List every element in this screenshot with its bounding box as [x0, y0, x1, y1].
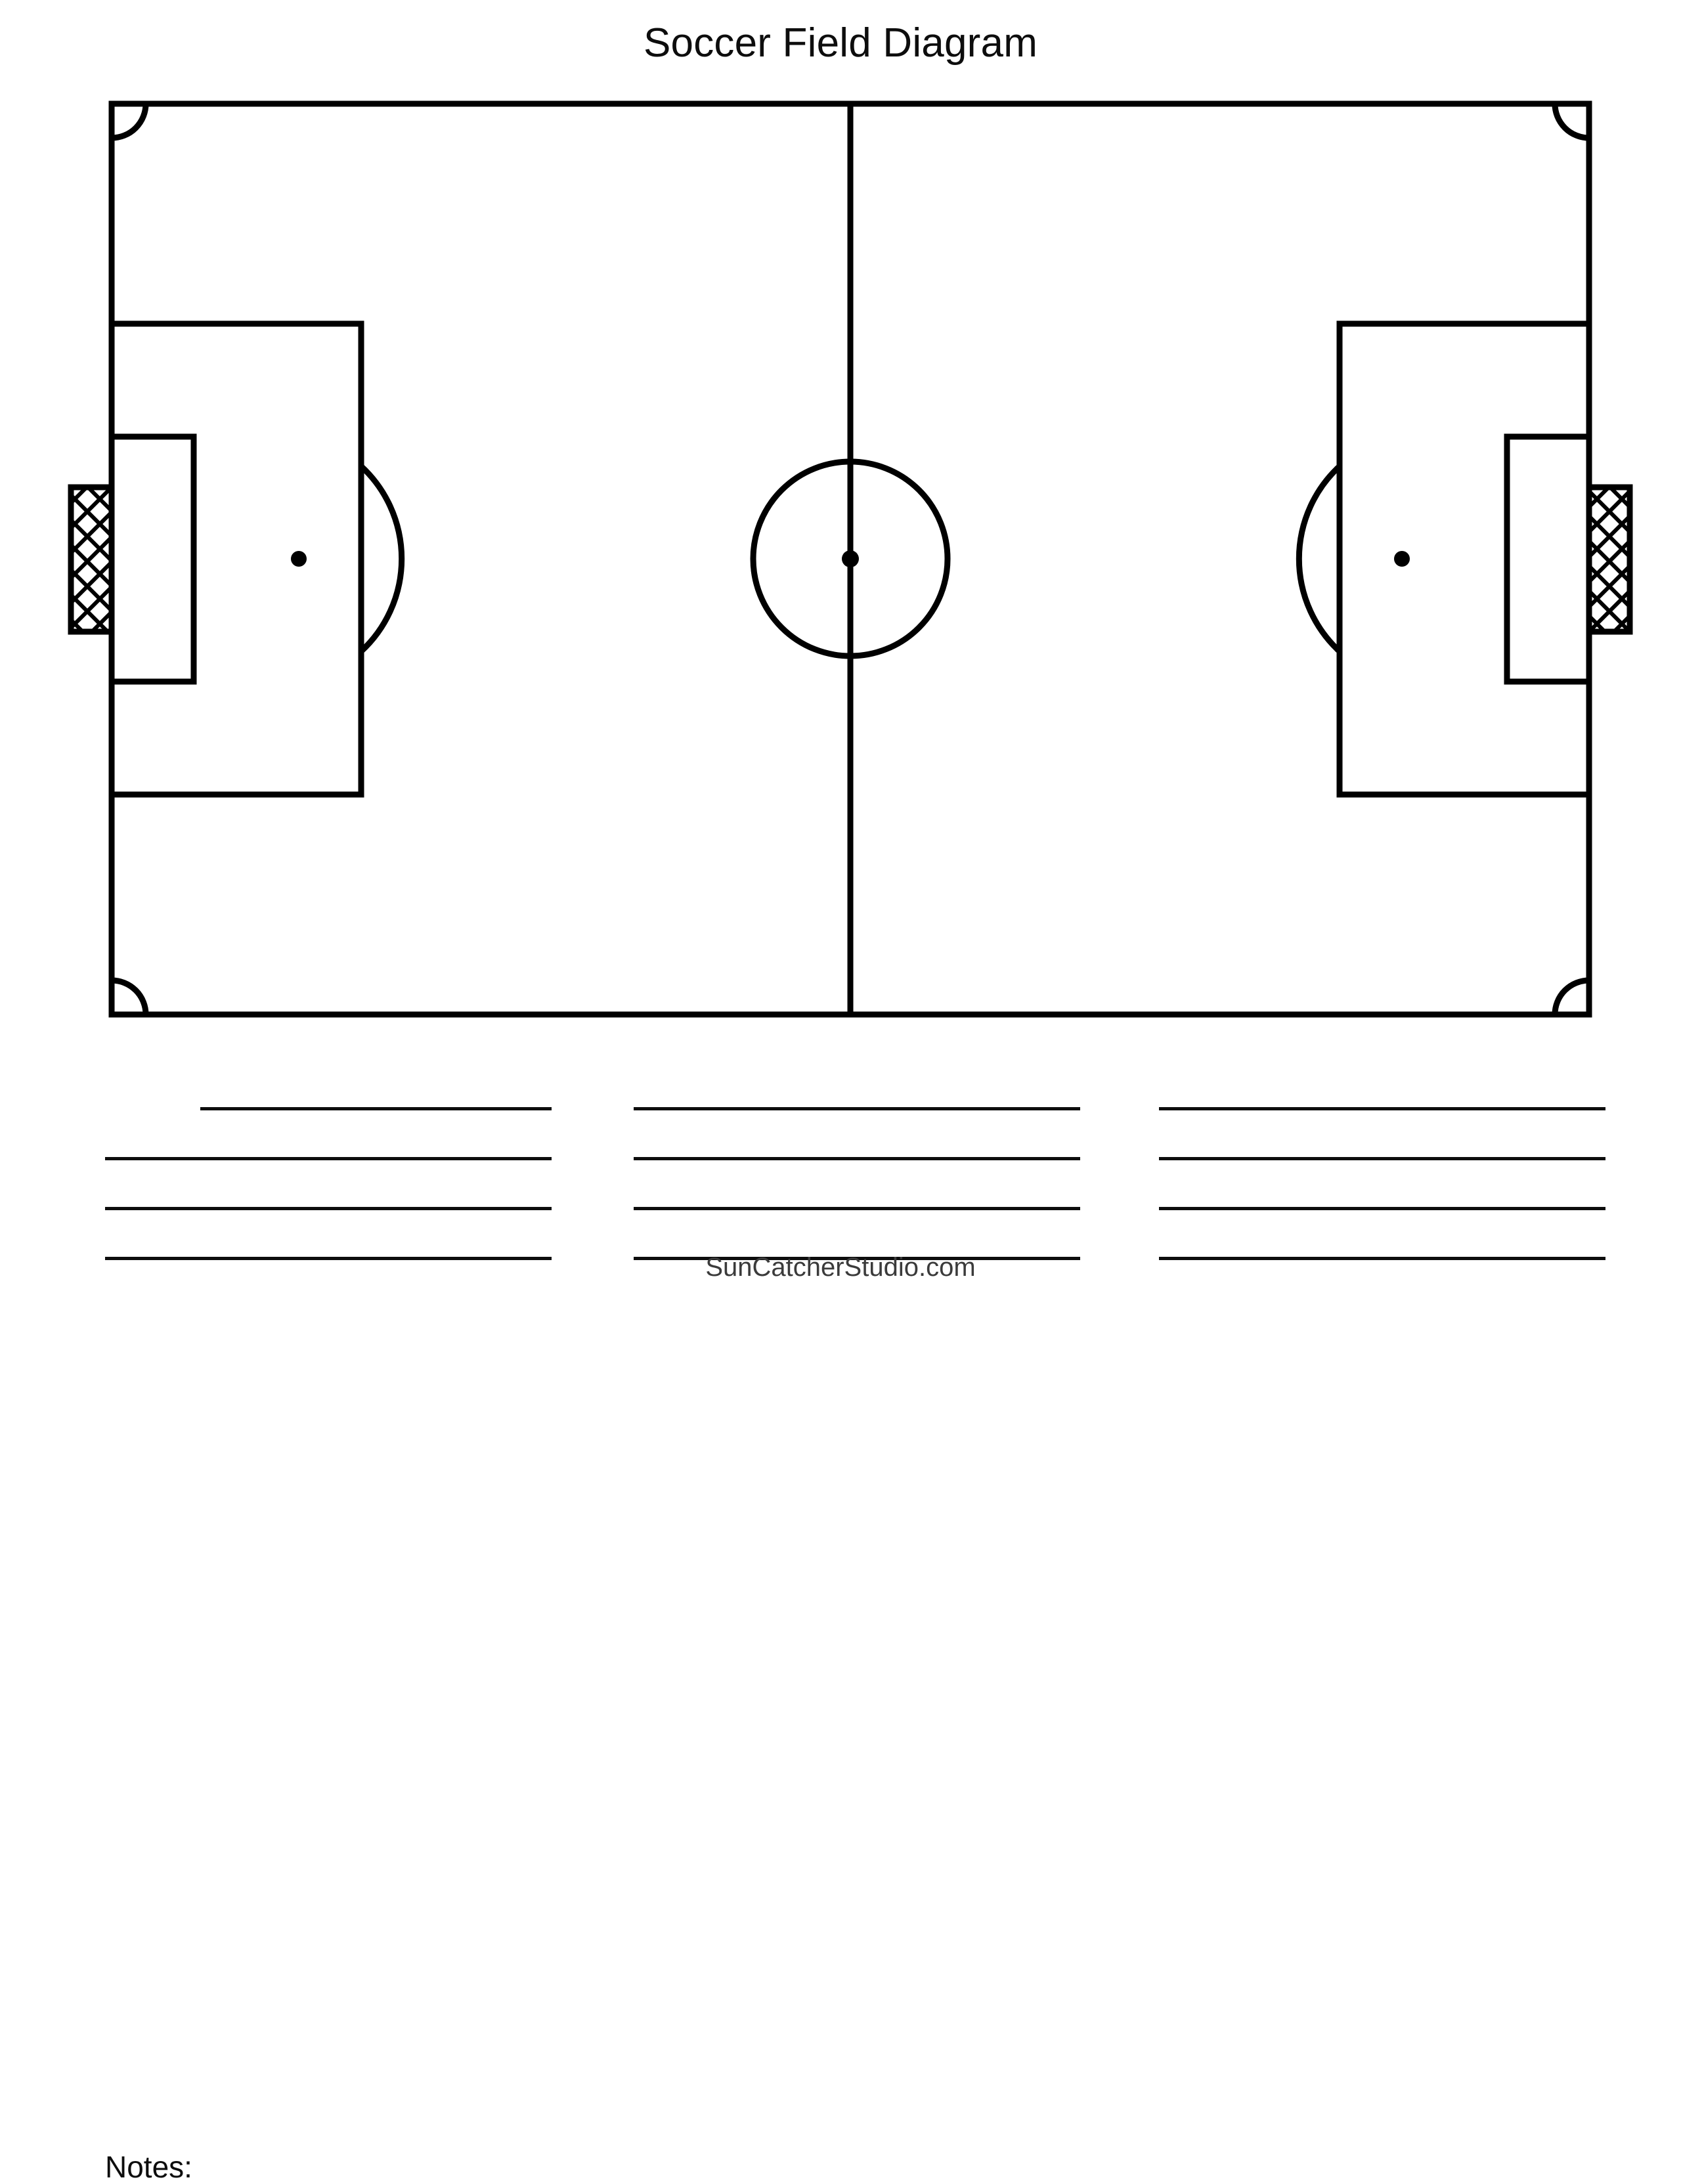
note-line[interactable] — [1159, 1257, 1605, 1260]
soccer-field-diagram — [68, 100, 1633, 1018]
note-line[interactable] — [105, 1157, 552, 1160]
left-goal-net — [68, 484, 115, 635]
note-line[interactable] — [1159, 1157, 1605, 1160]
right-penalty-arc — [1296, 464, 1342, 654]
center-spot — [842, 550, 859, 567]
left-goal-area — [108, 433, 197, 685]
note-line[interactable] — [634, 1207, 1080, 1210]
footer-watermark: SunCatcherStudio.com — [705, 1253, 976, 1282]
right-goal-area — [1504, 433, 1592, 685]
corner-arc-bottom-right — [1552, 977, 1589, 1015]
corner-arc-top-left — [112, 104, 149, 141]
notes-section: Notes: — [0, 1070, 1681, 2182]
notes-column-1 — [105, 1070, 552, 1260]
note-line[interactable] — [105, 1207, 552, 1210]
notes-column-3 — [1159, 1070, 1605, 1260]
right-goal-net — [1586, 484, 1633, 635]
printable-page: Soccer Field Diagram — [0, 20, 1681, 2182]
note-line[interactable] — [1159, 1207, 1605, 1210]
note-line[interactable] — [200, 1107, 552, 1110]
notes-label: Notes: — [105, 2150, 192, 2184]
note-line[interactable] — [634, 1157, 1080, 1160]
left-penalty-arc — [359, 464, 405, 654]
left-penalty-spot — [291, 551, 307, 567]
note-line[interactable] — [634, 1107, 1080, 1110]
note-line[interactable] — [105, 1257, 552, 1260]
center-circle — [750, 458, 951, 659]
corner-arc-bottom-left — [112, 977, 149, 1015]
corner-arc-top-right — [1552, 104, 1589, 141]
note-line[interactable] — [1159, 1107, 1605, 1110]
page-title: Soccer Field Diagram — [643, 20, 1038, 66]
note-line[interactable] — [634, 1257, 1080, 1260]
right-penalty-spot — [1394, 551, 1410, 567]
notes-column-2 — [634, 1070, 1080, 1260]
